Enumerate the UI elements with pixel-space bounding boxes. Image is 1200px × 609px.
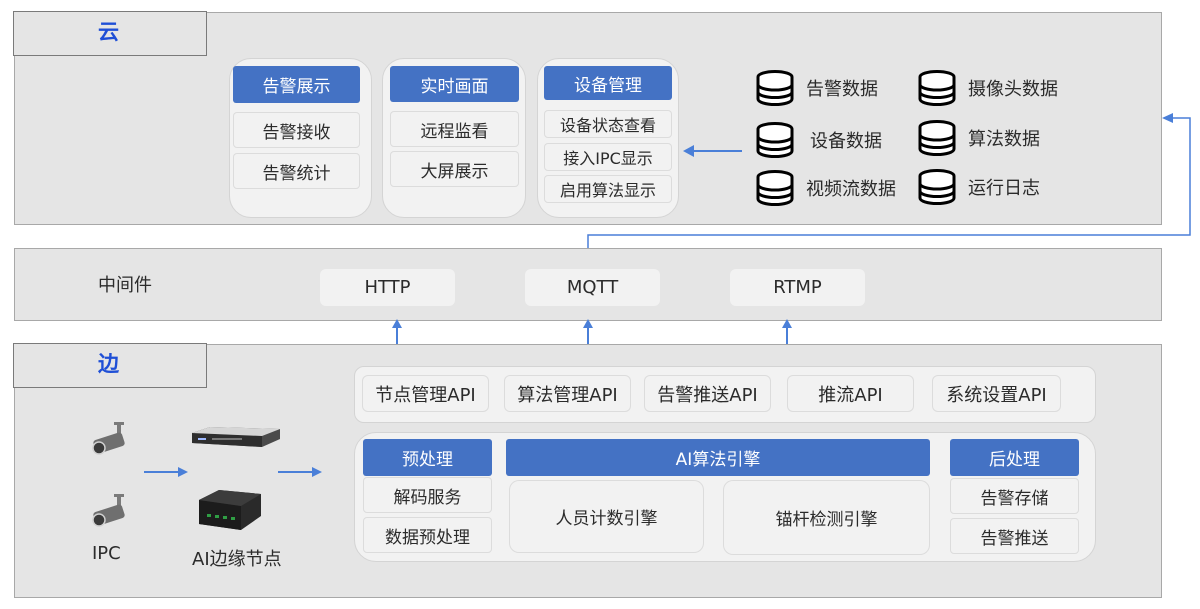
server-icon <box>192 427 280 447</box>
database-icon <box>756 70 794 106</box>
cloud-layer-label: 云 <box>13 11 207 56</box>
protocol-rtmp: RTMP <box>730 269 865 306</box>
device-status-item: 设备状态查看 <box>544 110 672 138</box>
ipc-display-item: 接入IPC显示 <box>544 143 672 171</box>
api-algorithm-management: 算法管理API <box>504 375 631 412</box>
algorithm-display-item: 启用算法显示 <box>544 175 672 203</box>
remote-monitor-item: 远程监看 <box>390 111 519 147</box>
device-management-header: 设备管理 <box>544 66 672 100</box>
node-to-processing-arrow <box>278 467 322 477</box>
data-flow-arrow <box>683 145 742 157</box>
big-screen-item: 大屏展示 <box>390 151 519 187</box>
ipc-camera-icon <box>92 422 125 455</box>
db-camera-data: 摄像头数据 <box>918 70 1058 106</box>
api-system-settings: 系统设置API <box>932 375 1061 412</box>
database-icon <box>918 169 956 205</box>
db-run-log: 运行日志 <box>918 169 1040 205</box>
anchor-detection-engine: 锚杆检测引擎 <box>723 480 930 555</box>
ai-edge-node-label: AI边缘节点 <box>192 549 282 570</box>
db-video-stream-data: 视频流数据 <box>756 170 896 206</box>
database-icon <box>756 170 794 206</box>
database-icon <box>918 70 956 106</box>
alarm-push-item: 告警推送 <box>950 518 1079 554</box>
db-label: 告警数据 <box>806 79 878 100</box>
ipc-label: IPC <box>92 543 121 564</box>
db-label: 摄像头数据 <box>968 79 1058 100</box>
db-label: 运行日志 <box>968 178 1040 199</box>
ai-engine-header: AI算法引擎 <box>506 439 930 476</box>
realtime-view-header: 实时画面 <box>390 66 519 102</box>
edge-to-middleware-arrows <box>392 319 792 344</box>
alarm-display-header: 告警展示 <box>233 66 360 103</box>
db-alarm-data: 告警数据 <box>756 70 878 106</box>
data-preprocess-item: 数据预处理 <box>363 517 492 553</box>
db-label: 设备数据 <box>810 131 882 152</box>
database-icon <box>918 120 956 156</box>
alarm-statistics-item: 告警统计 <box>233 153 360 189</box>
middleware-label: 中间件 <box>98 275 152 296</box>
api-alarm-push: 告警推送API <box>644 375 771 412</box>
db-label: 视频流数据 <box>806 179 896 200</box>
db-label: 算法数据 <box>968 129 1040 150</box>
protocol-mqtt: MQTT <box>525 269 660 306</box>
decode-service-item: 解码服务 <box>363 477 492 513</box>
api-stream-push: 推流API <box>787 375 914 412</box>
db-algorithm-data: 算法数据 <box>918 120 1040 156</box>
db-device-data: 设备数据 <box>756 122 882 158</box>
ipc-camera-icon <box>92 494 125 527</box>
people-count-engine: 人员计数引擎 <box>509 480 704 553</box>
edge-box-icon <box>199 490 261 530</box>
middleware-to-cloud-connector <box>587 113 1191 248</box>
postprocess-header: 后处理 <box>950 439 1079 476</box>
preprocess-header: 预处理 <box>363 439 492 476</box>
alarm-receive-item: 告警接收 <box>233 112 360 148</box>
api-node-management: 节点管理API <box>362 375 489 412</box>
edge-layer-label: 边 <box>13 343 207 388</box>
ipc-to-node-arrow <box>144 467 188 477</box>
database-icon <box>756 122 794 158</box>
alarm-storage-item: 告警存储 <box>950 478 1079 514</box>
protocol-http: HTTP <box>320 269 455 306</box>
